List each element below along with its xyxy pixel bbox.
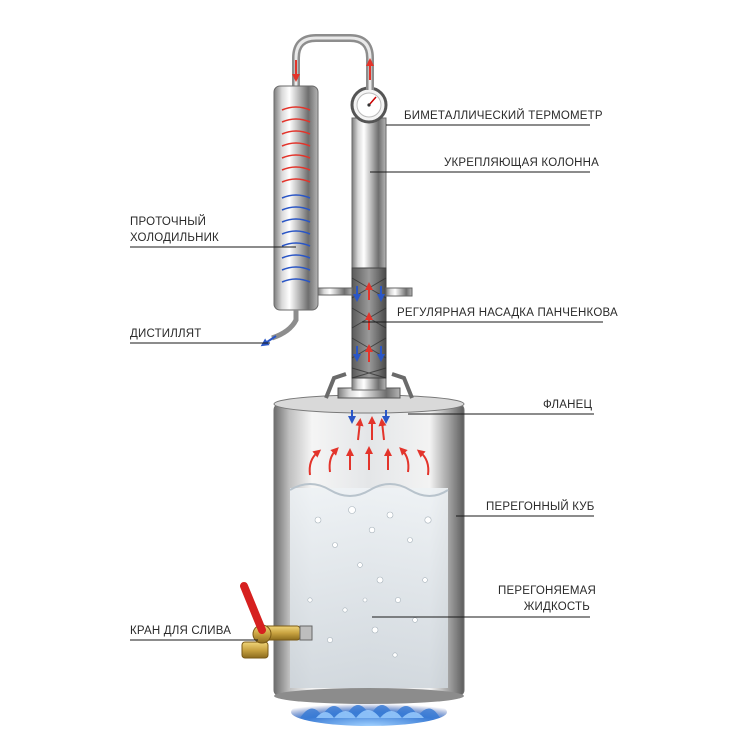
gas-flame-icon: [291, 698, 447, 726]
label-liquid-line1: ПЕРЕГОНЯЕМАЯ: [498, 585, 597, 597]
flange: [324, 372, 414, 424]
label-thermometer: БИМЕТАЛЛИЧЕСКИЙ ТЕРМОМЕТР: [404, 110, 603, 122]
label-packing: РЕГУЛЯРНАЯ НАСАДКА ПАНЧЕНКОВА: [397, 307, 618, 319]
label-liquid-line2: ЖИДКОСТЬ: [523, 601, 590, 613]
drain-valve-icon: [240, 582, 313, 659]
label-flange: ФЛАНЕЦ: [543, 399, 593, 411]
label-still: ПЕРЕГОННЫЙ КУБ: [486, 501, 595, 513]
thermometer-dial-icon: [350, 86, 388, 124]
condenser: [260, 85, 353, 347]
liquid-bubbles: [307, 506, 432, 658]
label-column: УКРЕПЛЯЮЩАЯ КОЛОННА: [444, 157, 599, 169]
vapor-arrows: [308, 416, 430, 476]
vapor-tube: [292, 34, 374, 90]
label-condenser-line1: ПРОТОЧНЫЙ: [130, 216, 207, 228]
label-distillate: ДИСТИЛЛЯТ: [130, 328, 202, 340]
label-condenser-line2: ХОЛОДИЛЬНИК: [130, 232, 219, 244]
label-drain-valve: КРАН ДЛЯ СЛИВА: [130, 625, 232, 637]
still-tank: [273, 394, 465, 704]
reinforcing-column: [351, 117, 413, 391]
leader-lines: [130, 124, 603, 641]
